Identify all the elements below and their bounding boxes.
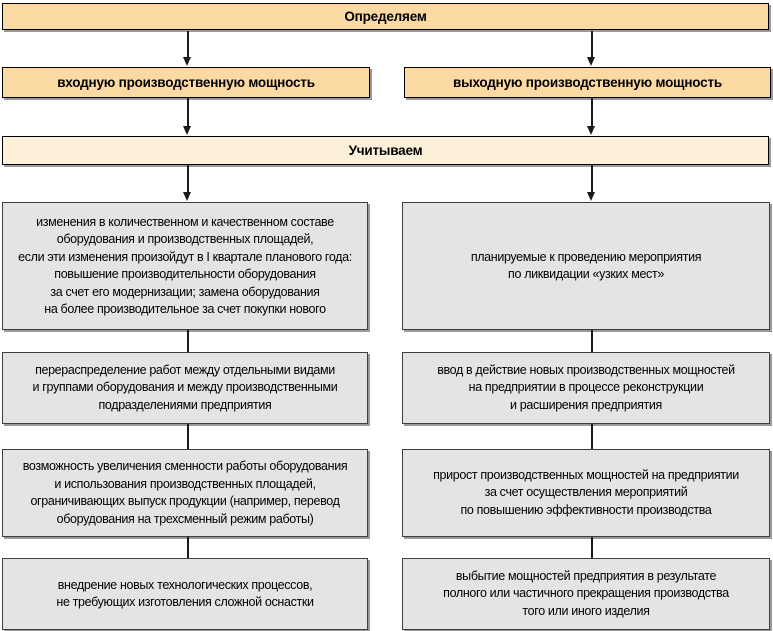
- arrowhead-icon: [183, 57, 191, 66]
- arrow-line-define-left: [187, 31, 189, 58]
- connector-line: [591, 330, 593, 352]
- right-flow-box-3: прирост производственных мощностей на пр…: [402, 449, 770, 537]
- define-banner: Определяем: [2, 3, 769, 30]
- left-flow-box-4: внедрение новых технологических процессо…: [2, 558, 368, 630]
- arrowhead-icon: [183, 126, 191, 135]
- arrow-line-right-to-consider: [591, 98, 593, 126]
- left-flow-box-2: перераспределение работ между отдельными…: [2, 352, 368, 424]
- right-flow-box-2: ввод в действие новых производственных м…: [402, 352, 770, 424]
- arrowhead-icon: [587, 126, 595, 135]
- arrow-line-define-right: [591, 31, 593, 58]
- connector-line: [591, 424, 593, 449]
- left-flow-box-3: возможность увеличения сменности работы …: [2, 449, 368, 537]
- consider-banner: Учитываем: [2, 136, 769, 165]
- left-flow-box-1: изменения в количественном и качественно…: [2, 202, 368, 330]
- connector-line: [591, 537, 593, 558]
- right-flow-box-1: планируемые к проведению мероприятия по …: [402, 202, 770, 330]
- arrowhead-icon: [183, 192, 191, 201]
- connector-line: [187, 537, 189, 558]
- connector-line: [187, 424, 189, 449]
- right-flow-box-4: выбытие мощностей предприятия в результа…: [402, 558, 770, 630]
- right-branch-header: выходную производственную мощность: [404, 67, 771, 98]
- arrow-line-left-to-consider: [187, 98, 189, 126]
- arrowhead-icon: [587, 192, 595, 201]
- arrowhead-icon: [587, 57, 595, 66]
- arrow-line-consider-right: [591, 165, 593, 192]
- arrow-line-consider-left: [187, 165, 189, 192]
- left-branch-header: входную производственную мощность: [2, 67, 370, 98]
- connector-line: [187, 330, 189, 352]
